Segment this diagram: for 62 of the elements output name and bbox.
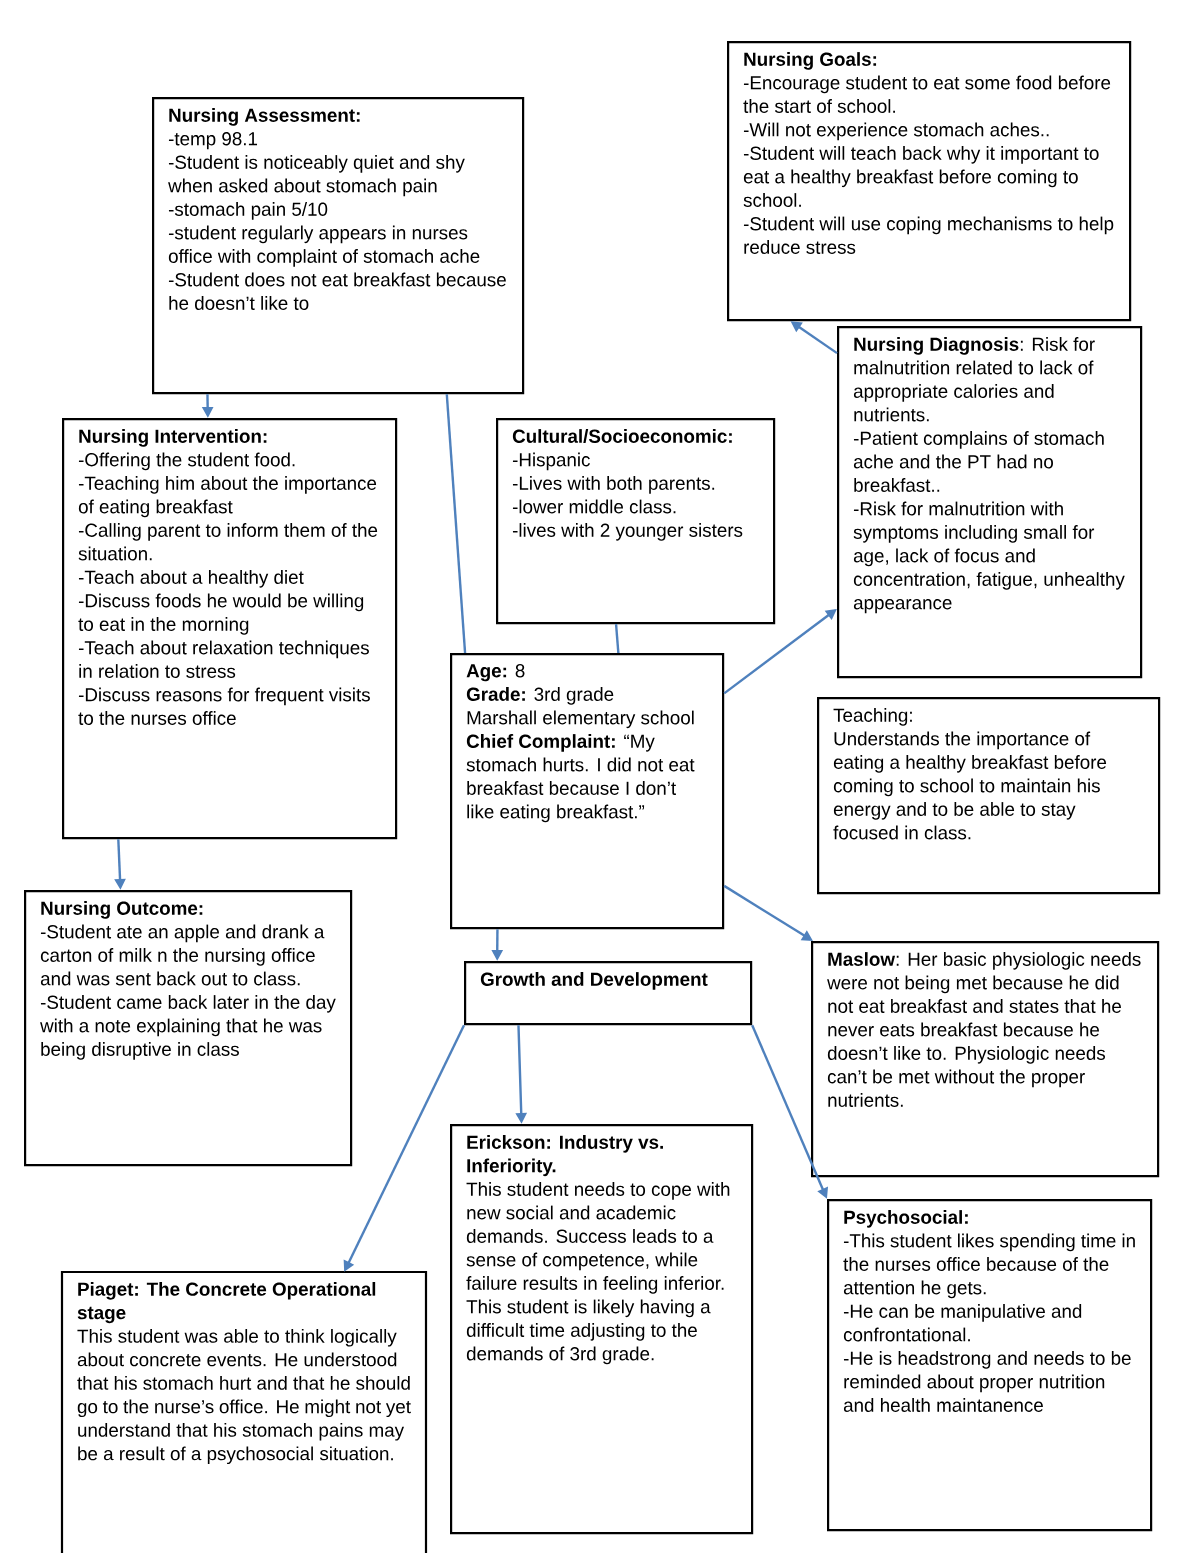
body-text: -He is headstrong and needs to be reminded about proper nutrition and health maintanence: [843, 1351, 1131, 1412]
body-text: This student was able to think logically about concrete events. He understood that his stomach hurt and that he should go to the nurse’s office. He might not yet understand that his stomach pains may be a result of a psychosocial situation.: [77, 1329, 411, 1465]
box-heading: Cultural/Socioeconomic:: [512, 429, 732, 444]
body-text: -Patient complains of stomach ache and the PT had no breakfast..: [853, 431, 1104, 492]
concept-box: [62, 418, 398, 840]
concept-box: [811, 941, 1160, 1178]
body-text: This student is likely having a difficult time adjusting to the demands of 3rd grade.: [466, 1299, 711, 1365]
concept-box: [827, 1199, 1153, 1532]
body-text: -Encourage student to eat some food before the start of school.: [743, 75, 1111, 113]
body-text: Marshall elementary school: [467, 710, 694, 729]
body-text: -Risk for malnutrition with symptoms including small for age, lack of focus and concentration, fatigue, unhealthy appearance: [853, 501, 1125, 614]
concept-box: [450, 653, 725, 930]
box-heading: Psychosocial:: [844, 1210, 968, 1228]
body-text: -Student is noticeably quiet and shy when asked about stomach pain: [168, 155, 465, 197]
body-text: -lives with 2 younger sisters: [512, 523, 743, 541]
box-heading: Nursing Assessment:: [169, 108, 360, 126]
concept-box: [496, 418, 776, 625]
body-text: -temp 98.1: [168, 132, 258, 150]
body-text: -Lives with both parents.: [512, 476, 715, 494]
connector-line: [614, 624, 620, 654]
body-text: This student needs to cope with new social and academic demands. Success leads to a sense of competence, while failure results in feeling inferior.: [466, 1182, 730, 1294]
body-text: -Calling parent to inform them of the situation.: [78, 523, 378, 561]
body-text: -This student likes spending time in the nurses office because of the attention he gets.: [843, 1233, 1135, 1299]
box-heading: Erickson: Industry vs. Inferiority.: [467, 1135, 663, 1177]
body-text: Age: 8: [466, 664, 525, 682]
box-heading: Teaching:: [833, 708, 912, 726]
concept-box: [464, 961, 753, 1026]
body-text: -lower middle class.: [512, 499, 676, 514]
concept-box: [24, 890, 353, 1167]
body-text: -Student came back later in the day with a note explaining that he was being disruptive in class: [40, 995, 336, 1060]
body-text: -Discuss reasons for frequent visits to the nurses office: [78, 687, 370, 725]
connector-line: [445, 394, 467, 654]
body-text: -Teach about a healthy diet: [78, 570, 304, 588]
body-text: Chief Complaint: “My stomach hurts. I did not eat breakfast because I don’t like eating breakfast.”: [466, 734, 695, 823]
box-heading: Nursing Outcome:: [41, 901, 203, 919]
body-text: -Discuss foods he would be willing to eat in the morning: [78, 593, 364, 635]
body-text: -stomach pain 5/10: [168, 202, 328, 220]
body-text: -Student will use coping mechanisms to help reduce stress: [743, 216, 1114, 254]
concept-box: [727, 41, 1132, 322]
body-text: Grade: 3rd grade: [466, 687, 614, 705]
body-text: -Hispanic: [512, 452, 590, 471]
concept-box: [450, 1124, 754, 1535]
concept-box: [837, 326, 1143, 679]
body-text: -Offering the student food.: [78, 452, 295, 471]
body-text: -He can be manipulative and confrontational.: [843, 1304, 1082, 1342]
box-heading: Piaget: The Concrete Operational stage: [77, 1282, 376, 1324]
body-text: Understands the importance of eating a healthy breakfast before coming to school to maintain his energy and to be able to stay focused in class.: [833, 731, 1107, 840]
box-heading: Growth and Development: [480, 972, 708, 990]
concept-box: [817, 697, 1161, 895]
concept-box: [60, 1270, 428, 1553]
body-text: Nursing Diagnosis: Risk for malnutrition related to lack of appropriate calories and nutrients.: [853, 337, 1095, 422]
concept-box: [152, 97, 525, 395]
body-text: -student regularly appears in nurses office with complaint of stomach ache: [168, 225, 480, 267]
body-text: Maslow: Her basic physiologic needs were not being met because he did not eat breakfast and states that he never eats breakfast because he doesn’t like to. Physiologic needs can’t be met without the proper nutrients.: [827, 952, 1141, 1107]
body-text: -Teaching him about the importance of eating breakfast: [78, 476, 377, 518]
body-text: -Will not experience stomach aches..: [743, 122, 1049, 141]
body-text: -Student does not eat breakfast because he doesn’t like to: [168, 272, 506, 310]
box-heading: Nursing Goals:: [744, 52, 877, 70]
body-text: -Teach about relaxation techniques in relation to stress: [78, 640, 369, 678]
box-heading: Nursing Intervention:: [79, 429, 267, 447]
body-text: -Student ate an apple and drank a carton of milk n the nursing office and was sent back out to class.: [40, 924, 325, 986]
body-text: -Student will teach back why it important to eat a healthy breakfast before coming to school.: [743, 146, 1099, 207]
